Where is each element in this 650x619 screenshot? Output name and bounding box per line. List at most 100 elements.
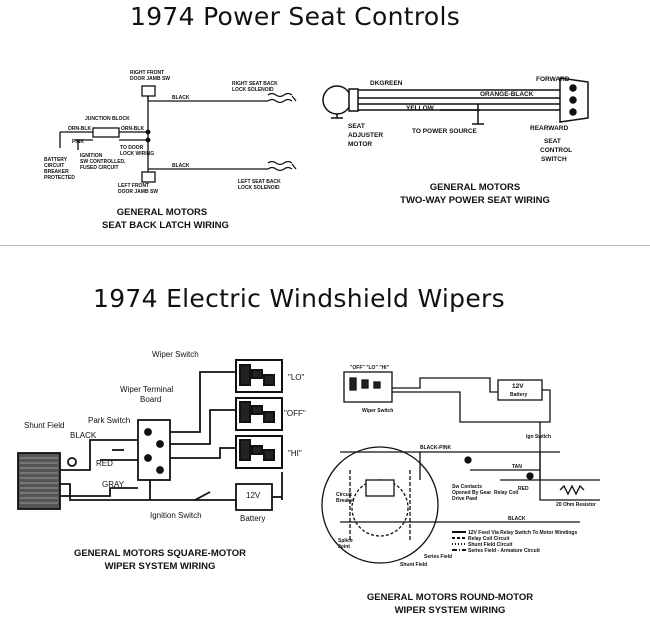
latch-black-top: BLACK [172, 95, 190, 101]
square-labels: Wiper Switch Wiper Terminal Board Park S… [24, 350, 306, 523]
latch-orn-blk-left: ORN-BLK [68, 126, 91, 132]
rd-drive-pawl: Drive Pawl [452, 496, 478, 502]
latch-sw-controlled: SW CONTROLLED, [80, 159, 126, 165]
rd-black: BLACK [508, 516, 526, 522]
sq-battery: Battery [240, 514, 265, 523]
sq-black: BLACK [70, 431, 97, 440]
round-caption-line2: WIPER SYSTEM WIRING [394, 605, 506, 616]
seat-orange-black: ORANGE-BLACK [480, 91, 534, 98]
seat-to-power-source: TO POWER SOURCE [412, 128, 478, 135]
round-caption: GENERAL MOTORS ROUND-MOTOR WIPER SYSTEM … [350, 591, 550, 617]
sq-off: "OFF" [284, 409, 306, 418]
seat-control: CONTROL [540, 147, 572, 154]
sq-wiper-terminal: Wiper Terminal [120, 385, 173, 394]
square-caption-line2: WIPER SYSTEM WIRING [104, 561, 216, 572]
latch-caption-line2: SEAT BACK LATCH WIRING [102, 220, 229, 231]
latch-circuit: CIRCUIT [44, 163, 64, 169]
rd-battery: Battery [510, 392, 527, 398]
wipers-title: 1974 Electric Windshield Wipers [93, 284, 505, 313]
latch-caption: GENERAL MOTORS SEAT BACK LATCH WIRING [102, 206, 229, 232]
latch-lock-solenoid-top: LOCK SOLENOID [232, 87, 274, 93]
latch-labels: RIGHT FRONT DOOR JAMB SW RIGHT SEAT BACK… [44, 70, 281, 195]
section-divider [0, 245, 650, 246]
sq-board: Board [140, 395, 161, 404]
seat-controls-title: 1974 Power Seat Controls [130, 2, 461, 31]
latch-right-front: RIGHT FRONT [130, 70, 164, 76]
square-diagram [17, 359, 283, 511]
wiper-switch-box-hi [235, 435, 283, 469]
latch-orn-blk-right: ORN-BLK [121, 126, 144, 132]
wiper-switch-box-off [235, 397, 283, 431]
seat-dkgreen: DKGREEN [370, 80, 403, 87]
rd-wiper-switch: Wiper Switch [362, 408, 393, 414]
latch-to-door: TO DOOR [120, 145, 144, 151]
rd-tan: TAN [512, 464, 522, 470]
rd-red: RED [518, 486, 529, 492]
rd-legend1: 12V Feed Via Relay Switch To Motor Windi… [468, 530, 577, 536]
square-caption-line1: GENERAL MOTORS SQUARE-MOTOR [73, 548, 247, 559]
latch-fused-circuit: FUSED CIRCUIT [80, 165, 119, 171]
rd-legend2: Relay Coil Circuit [468, 536, 510, 542]
seat2way-caption-line1: GENERAL MOTORS [429, 182, 521, 193]
seat-yellow: YELLOW [406, 105, 435, 112]
rd-legend4: Series Field - Armature Circuit [468, 548, 540, 554]
rd-relay-coil: Relay Coil [494, 490, 519, 496]
rd-black-pink: BLACK-PINK [420, 445, 451, 451]
rd-legend3: Shunt Field Circuit [468, 542, 513, 548]
square-caption: GENERAL MOTORS SQUARE-MOTOR WIPER SYSTEM… [60, 547, 260, 573]
latch-protected: PROTECTED [44, 175, 75, 181]
latch-diagram [59, 85, 297, 183]
wiper-switch-box-lo [235, 359, 283, 393]
rd-resistor: 20 Ohm Resistor [556, 502, 596, 508]
rd-joint: Joint [338, 544, 350, 550]
latch-left-front: LEFT FRONT [118, 183, 149, 189]
latch-lock-wiring: LOCK WIRING [120, 151, 154, 157]
seat-seat-2: SEAT [544, 138, 561, 145]
rd-series-field: Series Field [424, 554, 452, 560]
rd-off-lo-hi: "OFF" "LO" "HI" [350, 365, 390, 371]
seat-motor-icon [322, 85, 359, 119]
left-solenoid-icon [267, 160, 297, 172]
latch-black-bottom: BLACK [172, 163, 190, 169]
sq-shunt-field: Shunt Field [24, 421, 64, 430]
seat-adjuster: ADJUSTER [348, 132, 383, 139]
latch-caption-line1: GENERAL MOTORS [116, 207, 208, 218]
seat-switch: SWITCH [541, 156, 567, 163]
latch-left-seat-back: LEFT SEAT BACK [238, 179, 281, 185]
sq-hi: "HI" [288, 449, 302, 458]
latch-right-seat-back: RIGHT SEAT BACK [232, 81, 278, 87]
latch-ignition: IGNITION [80, 153, 103, 159]
seat2way-labels: DKGREEN ORANGE-BLACK YELLOW TO POWER SOU… [348, 76, 572, 163]
sq-ignition-switch: Ignition Switch [150, 511, 202, 520]
rd-circuit: Circuit [336, 492, 352, 498]
seat-forward: FORWARD [536, 76, 570, 83]
latch-junction-block: JUNCTION BLOCK [85, 116, 130, 122]
seat2way-caption: GENERAL MOTORS TWO-WAY POWER SEAT WIRING [390, 181, 560, 207]
sq-12v: 12V [246, 491, 261, 500]
seat-rearward: REARWARD [530, 125, 568, 132]
rd-splice: Splice [338, 538, 353, 544]
latch-door-jamb-top: DOOR JAMB SW [130, 76, 170, 82]
latch-door-jamb-bottom: DOOR JAMB SW [118, 189, 158, 195]
round-caption-line1: GENERAL MOTORS ROUND-MOTOR [366, 592, 534, 603]
round-labels: "OFF" "LO" "HI" Wiper Switch 12V Battery… [336, 365, 596, 568]
seat2way-diagram [322, 77, 589, 125]
rd-shunt-field: Shunt Field [400, 562, 427, 568]
round-diagram [321, 371, 600, 564]
right-solenoid-icon [267, 92, 297, 104]
rd-breaker: Breaker [336, 498, 355, 504]
sq-park-switch: Park Switch [88, 416, 130, 425]
seat2way-caption-line2: TWO-WAY POWER SEAT WIRING [400, 195, 550, 206]
seat-motor: MOTOR [348, 141, 372, 148]
rd-sw-contacts: Sw Contacts [452, 484, 482, 490]
control-switch-icon [559, 77, 589, 123]
latch-breaker: BREAKER [44, 169, 69, 175]
sq-red: RED [96, 459, 113, 468]
sq-lo: "LO" [288, 373, 305, 382]
motor-block-icon [17, 452, 61, 510]
latch-lock-solenoid-bottom: LOCK SOLENOID [238, 185, 280, 191]
seat-seat: SEAT [348, 123, 365, 130]
rd-ign-switch: Ign Switch [526, 434, 551, 440]
rd-12v: 12V [512, 383, 524, 390]
